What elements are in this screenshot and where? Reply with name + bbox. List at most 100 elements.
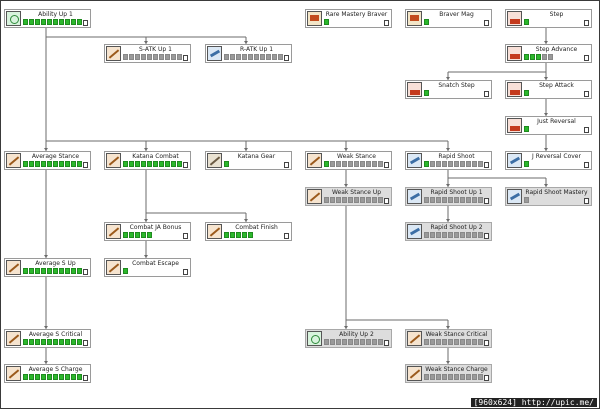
level-pip [436, 374, 441, 380]
skill-node-step-attack[interactable]: Step Attack [505, 80, 592, 99]
info-icon[interactable] [484, 375, 489, 381]
skill-node-j-reversal-cover[interactable]: J Reversal Cover [505, 151, 592, 170]
skill-node-step-advance[interactable]: Step Advance [505, 44, 592, 63]
info-icon[interactable] [484, 198, 489, 204]
info-icon[interactable] [584, 198, 589, 204]
info-icon[interactable] [83, 340, 88, 346]
level-pip [448, 374, 453, 380]
skill-node-combat-finish[interactable]: Combat Finish [205, 222, 292, 241]
info-icon[interactable] [183, 269, 188, 275]
skill-node-average-s-up[interactable]: Average S Up [4, 258, 91, 277]
skill-label: Rapid Shoot Up 1 [430, 189, 483, 196]
level-pip [77, 339, 82, 345]
skill-level-bar [424, 232, 484, 238]
skill-node-weak-stance-charge[interactable]: Weak Stance Charge [405, 364, 492, 383]
skill-label: Combat Escape [132, 260, 179, 267]
info-icon[interactable] [83, 162, 88, 168]
connector-arrow [544, 113, 548, 116]
level-pip [430, 232, 435, 238]
skill-node-rare-mastery-braver[interactable]: Rare Mastery Braver [305, 9, 392, 28]
info-icon[interactable] [183, 162, 188, 168]
level-pip [448, 197, 453, 203]
info-icon[interactable] [584, 55, 589, 61]
skill-label: Braver Mag [439, 11, 474, 18]
skill-node-ability-up-2[interactable]: Ability Up 2 [305, 329, 392, 348]
skill-label: Just Reversal [537, 118, 576, 125]
info-icon[interactable] [183, 55, 188, 61]
info-icon[interactable] [384, 198, 389, 204]
level-pip [159, 54, 164, 60]
level-pip [524, 90, 529, 96]
skill-node-ability-up-1[interactable]: Ability Up 1 [4, 9, 91, 28]
skill-node-snatch-step[interactable]: Snatch Step [405, 80, 492, 99]
level-pip [242, 232, 247, 238]
level-pip [41, 339, 46, 345]
skill-node-katana-combat[interactable]: Katana Combat [104, 151, 191, 170]
level-pip [478, 374, 483, 380]
skill-label: S-ATK Up 1 [139, 46, 172, 53]
level-pip [424, 19, 429, 25]
skill-node-weak-stance-critical[interactable]: Weak Stance Critical [405, 329, 492, 348]
info-icon[interactable] [284, 55, 289, 61]
skill-node-rapid-shoot[interactable]: Rapid Shoot [405, 151, 492, 170]
info-icon[interactable] [83, 375, 88, 381]
level-pip [65, 268, 70, 274]
level-pip [29, 268, 34, 274]
info-icon[interactable] [584, 127, 589, 133]
connector-arrow [446, 361, 450, 364]
level-pip [548, 54, 553, 60]
level-pip [472, 374, 477, 380]
skill-node-combat-ja-bonus[interactable]: Combat JA Bonus [104, 222, 191, 241]
skill-label: Combat Finish [235, 224, 278, 231]
info-icon[interactable] [384, 340, 389, 346]
gun-icon [207, 46, 222, 61]
sword-icon [307, 153, 322, 168]
skill-node-s-atk-up-1[interactable]: S-ATK Up 1 [104, 44, 191, 63]
level-pip [478, 232, 483, 238]
info-icon[interactable] [284, 162, 289, 168]
info-icon[interactable] [83, 20, 88, 26]
connector-arrow [344, 326, 348, 329]
skill-node-average-s-charge[interactable]: Average S Charge [4, 364, 91, 383]
info-icon[interactable] [384, 162, 389, 168]
info-icon[interactable] [584, 91, 589, 97]
level-pip [224, 232, 229, 238]
skill-node-braver-mag[interactable]: Braver Mag [405, 9, 492, 28]
skill-node-weak-stance-up[interactable]: Weak Stance Up [305, 187, 392, 206]
info-icon[interactable] [584, 20, 589, 26]
level-pip [123, 161, 128, 167]
info-icon[interactable] [284, 233, 289, 239]
skill-node-katana-gear[interactable]: Katana Gear [205, 151, 292, 170]
skill-node-average-stance[interactable]: Average Stance [4, 151, 91, 170]
info-icon[interactable] [484, 20, 489, 26]
info-icon[interactable] [484, 91, 489, 97]
info-icon[interactable] [484, 162, 489, 168]
info-icon[interactable] [584, 162, 589, 168]
level-pip [35, 339, 40, 345]
skill-label: Step [549, 11, 564, 18]
skill-node-rapid-shoot-mastery[interactable]: Rapid Shoot Mastery [505, 187, 592, 206]
info-icon[interactable] [183, 233, 188, 239]
level-pip [348, 161, 353, 167]
info-icon[interactable] [484, 233, 489, 239]
level-pip [424, 161, 429, 167]
skill-node-weak-stance[interactable]: Weak Stance [305, 151, 392, 170]
level-pip [348, 339, 353, 345]
skill-node-r-atk-up-1[interactable]: R-ATK Up 1 [205, 44, 292, 63]
info-icon[interactable] [83, 269, 88, 275]
skill-node-combat-escape[interactable]: Combat Escape [104, 258, 191, 277]
info-icon[interactable] [384, 20, 389, 26]
connector-arrow [344, 184, 348, 187]
connector-arrow [544, 184, 548, 187]
skill-node-step[interactable]: Step [505, 9, 592, 28]
skill-node-average-s-critical[interactable]: Average S Critical [4, 329, 91, 348]
skill-node-just-reversal[interactable]: Just Reversal [505, 116, 592, 135]
level-pip [524, 19, 529, 25]
skill-label: Average S Up [35, 260, 76, 267]
skill-node-rapid-shoot-up-2[interactable]: Rapid Shoot Up 2 [405, 222, 492, 241]
level-pip [354, 339, 359, 345]
skill-node-rapid-shoot-up-1[interactable]: Rapid Shoot Up 1 [405, 187, 492, 206]
info-icon[interactable] [484, 340, 489, 346]
level-pip [47, 268, 52, 274]
